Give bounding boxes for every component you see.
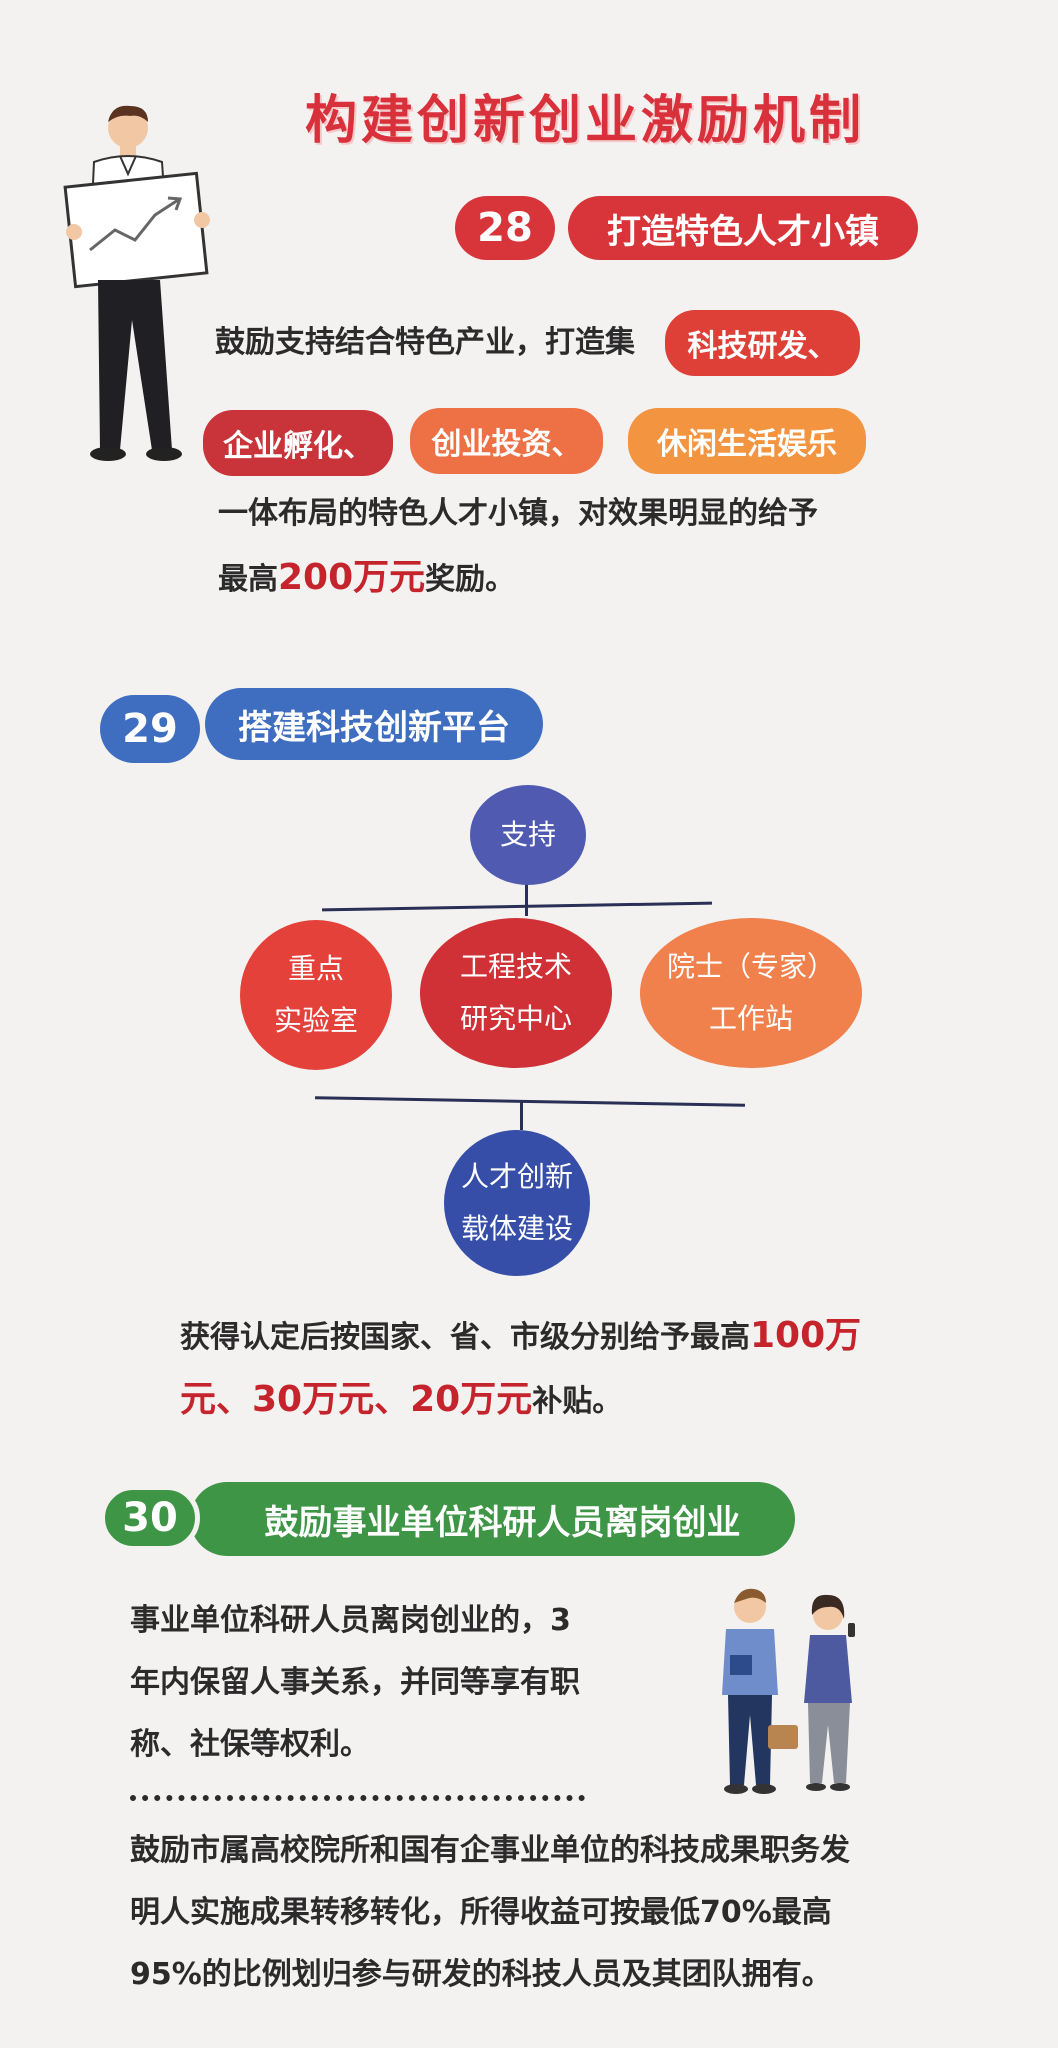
node-support: 支持 xyxy=(470,785,586,885)
connector-top-horizontal xyxy=(322,901,712,912)
section-30-para1: 事业单位科研人员离岗创业的，3 年内保留人事关系，并同等享有职 称、社保等权利。 xyxy=(130,1603,580,1762)
amount-200: 200万元 xyxy=(278,557,426,598)
node-academician-workstation: 院士（专家） 工作站 xyxy=(640,918,862,1068)
amount-100: 100万 xyxy=(750,1315,862,1356)
section-30-number: 30 xyxy=(100,1485,200,1551)
section-29-heading: 搭建科技创新平台 xyxy=(205,688,543,760)
section-28-line2: 一体布局的特色人才小镇，对效果明显的给予 xyxy=(218,496,818,531)
section-29-number: 29 xyxy=(100,695,200,763)
line3-prefix: 最高 xyxy=(218,562,278,597)
tag-incubation: 企业孵化、 xyxy=(203,410,393,476)
section-28-line1: 鼓励支持结合特色产业，打造集 xyxy=(215,325,635,360)
section-30-heading: 鼓励事业单位科研人员离岗创业 xyxy=(190,1482,795,1556)
line3-suffix: 奖励。 xyxy=(425,562,516,597)
section-28-line3: 最高200万元奖励。 xyxy=(218,547,515,611)
connector-top-vertical xyxy=(525,884,528,916)
connector-bottom-vertical xyxy=(520,1100,523,1130)
section-29-text-line2: 元、30万元、20万元补贴。 xyxy=(180,1379,623,1420)
page-title: 构建创新创业激励机制 xyxy=(305,91,866,151)
node-key-lab: 重点 实验室 xyxy=(240,920,392,1070)
tag-venture-investment: 创业投资、 xyxy=(410,408,603,474)
tag-leisure: 休闲生活娱乐 xyxy=(628,408,866,474)
business-people-illustration-icon xyxy=(722,1588,855,1794)
amounts-30-20: 元、30万元、20万元 xyxy=(180,1379,533,1420)
presenter-illustration-icon xyxy=(63,105,210,461)
tag-tech-rd: 科技研发、 xyxy=(665,310,860,376)
dotted-divider xyxy=(130,1795,585,1801)
node-talent-innovation: 人才创新 载体建设 xyxy=(444,1130,590,1276)
section-30-para2: 鼓励市属高校院所和国有企事业单位的科技成果职务发 明人实施成果转移转化，所得收益… xyxy=(130,1833,850,1992)
node-engineering-center: 工程技术 研究中心 xyxy=(420,918,612,1068)
section-28-number: 28 xyxy=(455,196,555,260)
section-29-text-line1: 获得认定后按国家、省、市级分别给予最高100万 xyxy=(180,1315,862,1356)
connector-bottom-horizontal xyxy=(315,1096,745,1107)
section-28-heading: 打造特色人才小镇 xyxy=(568,196,918,260)
